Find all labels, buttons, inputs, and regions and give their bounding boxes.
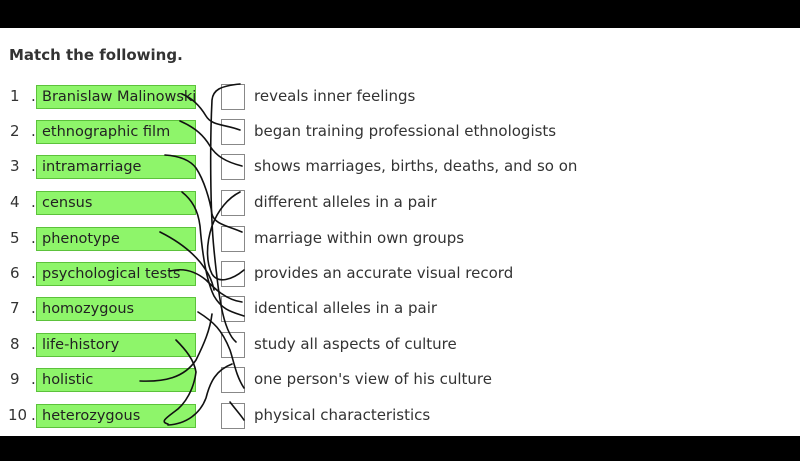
row-number-dot: . [31, 122, 36, 140]
term-box[interactable]: census [36, 191, 196, 215]
term-box[interactable]: holistic [36, 368, 196, 392]
row-number: 8 [10, 335, 20, 353]
match-row: 8 . life-history study all aspects of cu… [0, 332, 800, 358]
definition-text: physical characteristics [254, 406, 431, 424]
match-row: 4 . census different alleles in a pair [0, 190, 800, 216]
answer-box[interactable] [221, 84, 245, 110]
match-row: 7 . homozygous identical alleles in a pa… [0, 296, 800, 322]
definition-text: reveals inner feelings [254, 87, 416, 105]
row-number-dot: . [31, 264, 36, 282]
definition-text: study all aspects of culture [254, 335, 457, 353]
row-number-dot: . [31, 229, 36, 247]
term-box[interactable]: phenotype [36, 227, 196, 251]
answer-box[interactable] [221, 296, 245, 322]
row-number: 6 [10, 264, 20, 282]
term-box[interactable]: heterozygous [36, 404, 196, 428]
definition-text: provides an accurate visual record [254, 264, 514, 282]
row-number: 2 [10, 122, 20, 140]
term-box[interactable]: psychological tests [36, 262, 196, 286]
exercise-title: Match the following. [9, 46, 183, 64]
term-box[interactable]: Branislaw Malinowski [36, 85, 196, 109]
term-box[interactable]: life-history [36, 333, 196, 357]
row-number-dot: . [31, 157, 36, 175]
answer-box[interactable] [221, 190, 245, 216]
row-number: 4 [10, 193, 20, 211]
match-row: 5 . phenotype marriage within own groups [0, 226, 800, 252]
match-row: 3 . intramarriage shows marriages, birth… [0, 154, 800, 180]
row-number-dot: . [31, 299, 36, 317]
definition-text: began training professional ethnologists [254, 122, 557, 140]
match-row: 9 . holistic one person's view of his cu… [0, 367, 800, 393]
definition-text: identical alleles in a pair [254, 299, 438, 317]
answer-box[interactable] [221, 261, 245, 287]
answer-box[interactable] [221, 403, 245, 429]
row-number-dot: . [31, 87, 36, 105]
row-number: 9 [10, 370, 20, 388]
match-row: 6 . psychological tests provides an accu… [0, 261, 800, 287]
row-number: 3 [10, 157, 20, 175]
row-number: 1 [10, 87, 20, 105]
row-number-dot: . [31, 193, 36, 211]
answer-box[interactable] [221, 332, 245, 358]
matching-exercise-panel: Match the following. 1 . Branislaw Malin… [0, 28, 800, 436]
row-number-dot: . [31, 335, 36, 353]
definition-text: shows marriages, births, deaths, and so … [254, 157, 578, 175]
row-number-dot: . [31, 406, 36, 424]
term-box[interactable]: intramarriage [36, 155, 196, 179]
row-number-dot: . [31, 370, 36, 388]
definition-text: one person's view of his culture [254, 370, 492, 388]
answer-box[interactable] [221, 154, 245, 180]
match-row: 10 . heterozygous physical characteristi… [0, 403, 800, 429]
definition-text: different alleles in a pair [254, 193, 437, 211]
row-number: 10 [8, 406, 28, 424]
term-box[interactable]: ethnographic film [36, 120, 196, 144]
answer-box[interactable] [221, 119, 245, 145]
row-number: 7 [10, 299, 20, 317]
row-number: 5 [10, 229, 20, 247]
match-row: 1 . Branislaw Malinowski reveals inner f… [0, 84, 800, 110]
answer-box[interactable] [221, 226, 245, 252]
match-row: 2 . ethnographic film began training pro… [0, 119, 800, 145]
answer-box[interactable] [221, 367, 245, 393]
definition-text: marriage within own groups [254, 229, 465, 247]
term-box[interactable]: homozygous [36, 297, 196, 321]
